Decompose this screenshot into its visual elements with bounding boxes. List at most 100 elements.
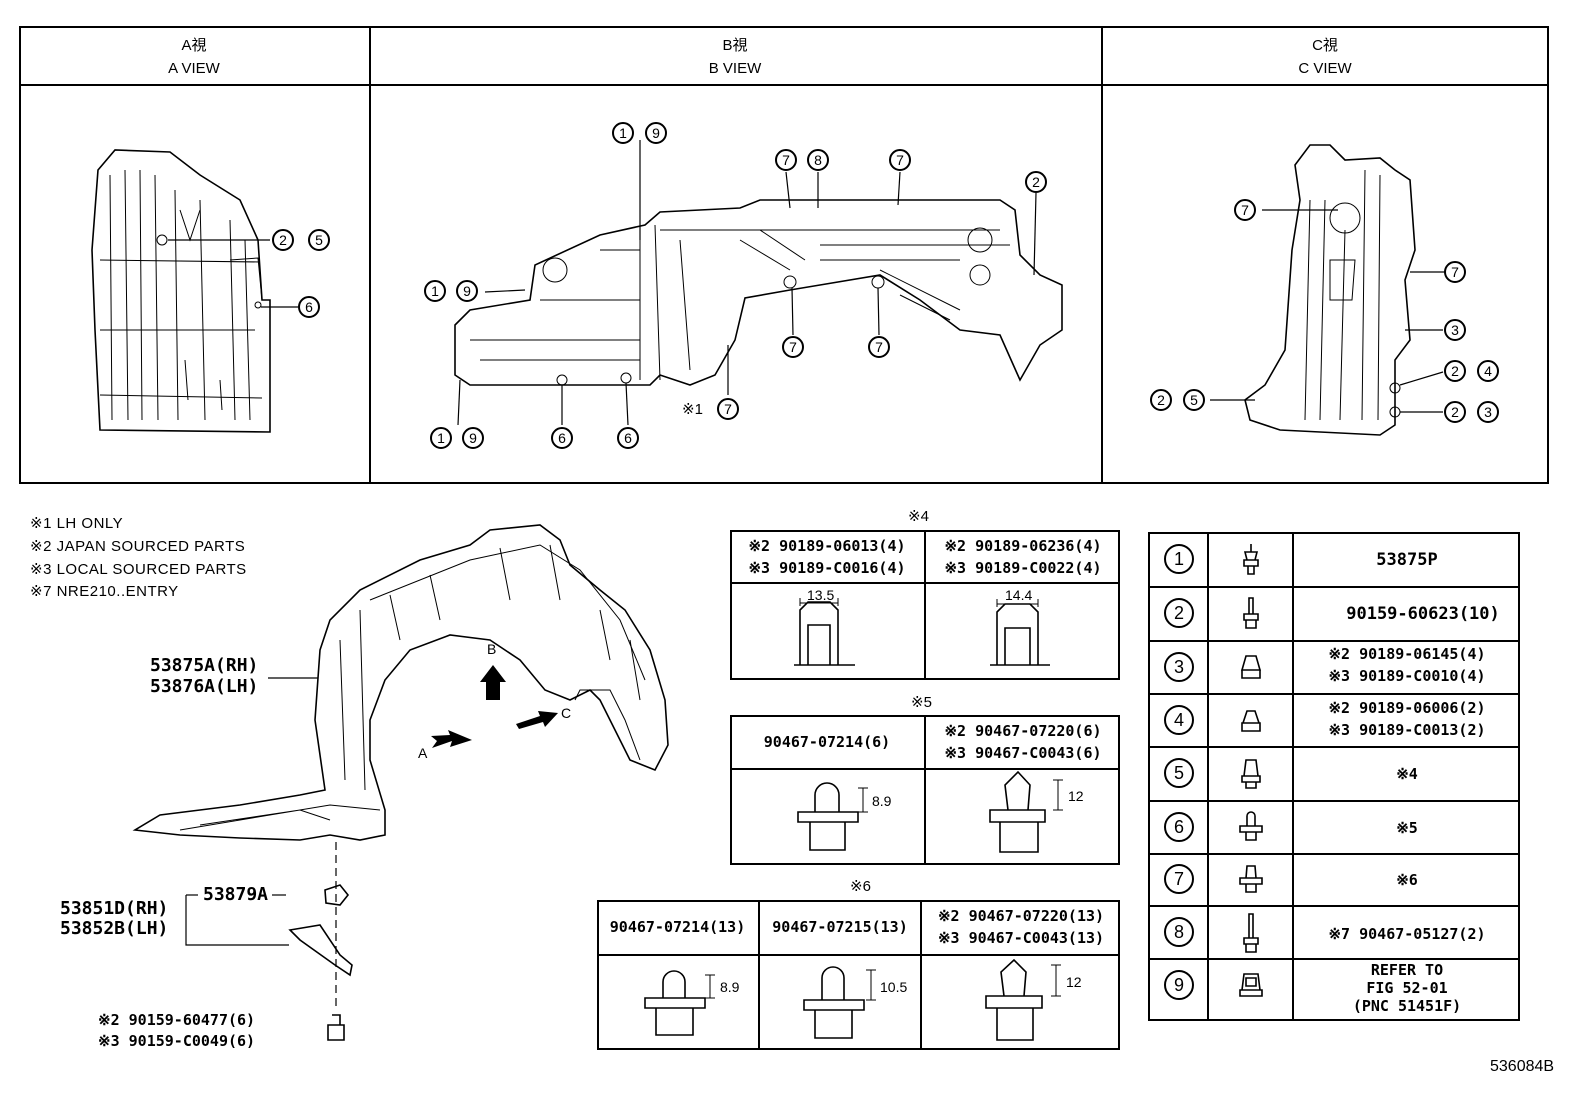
view-table: [19, 26, 1549, 484]
callout-b-1-bottom: 1: [430, 427, 452, 449]
callout-a-5: 5: [308, 229, 330, 251]
legend-text-9b: FIG 52-01: [1366, 979, 1448, 997]
group6-col3-local: ※3 90467-C0043(13): [937, 929, 1105, 947]
legend-row-div: [1148, 905, 1520, 907]
bracket-nut-part: 53879A: [203, 884, 269, 905]
callout-b-9-top: 9: [645, 122, 667, 144]
group6-table: [597, 900, 1120, 1050]
callout-c-3-right: 3: [1444, 319, 1466, 341]
footnote-mark-lh: ※1: [682, 401, 703, 418]
legend-text-4a: ※2 90189-06006(2): [1328, 699, 1486, 717]
group6-col1-dim: 8.9: [720, 979, 740, 995]
callout-c-3-b: 3: [1477, 401, 1499, 423]
callout-c-2-left: 2: [1150, 389, 1172, 411]
callout-b-9-left: 9: [456, 280, 478, 302]
legend-text-9a: REFER TO: [1370, 961, 1444, 979]
group5-left-part: 90467-07214(6): [763, 733, 891, 751]
group5-divider-v: [924, 715, 926, 865]
group6-title: ※6: [850, 878, 871, 895]
arrow-label-a: A: [418, 745, 428, 761]
legend-num-9: 9: [1164, 970, 1194, 1000]
view-b-en-label: B VIEW: [708, 60, 762, 77]
legend-table: [1148, 532, 1520, 1021]
group6-divider-v1: [758, 900, 760, 1050]
legend-row-div: [1148, 586, 1520, 588]
callout-c-7-left: 7: [1234, 199, 1256, 221]
callout-a-6: 6: [298, 296, 320, 318]
group4-divider-v: [924, 530, 926, 680]
view-a-header: A視 A VIEW: [19, 34, 369, 80]
view-c-header: C視 C VIEW: [1101, 34, 1549, 80]
view-b-header: B視 B VIEW: [369, 34, 1101, 80]
callout-b-2-right: 2: [1025, 171, 1047, 193]
group4-title: ※4: [908, 508, 929, 525]
group4-left-dim: 13.5: [807, 587, 835, 603]
legend-col-div-1: [1207, 532, 1209, 1021]
callout-b-7-lh: 7: [717, 398, 739, 420]
group6-divider-h: [597, 954, 1120, 956]
legend-col-div-2: [1292, 532, 1294, 1021]
view-a-en-label: A VIEW: [168, 60, 220, 77]
group5-right-local: ※3 90467-C0043(6): [944, 744, 1102, 762]
screw-icon: [1243, 597, 1259, 629]
callout-b-7-top1: 7: [775, 149, 797, 171]
legend-num-5: 5: [1164, 758, 1194, 788]
bolt-part-local: ※3 90159-C0049(6): [98, 1032, 256, 1050]
legend-text-6: ※5: [1396, 819, 1418, 837]
legend-num-8: 8: [1164, 917, 1194, 947]
note-lh-only: ※1 LH ONLY: [30, 515, 124, 532]
group4-right-dim: 14.4: [1005, 587, 1033, 603]
legend-row-div: [1148, 746, 1520, 748]
callout-b-8-top: 8: [807, 149, 829, 171]
group4-right-jp: ※2 90189-06236(4): [944, 537, 1102, 555]
view-divider-bc: [1101, 26, 1103, 484]
callout-c-7-right: 7: [1444, 261, 1466, 283]
group6-col1-part: 90467-07214(13): [609, 918, 746, 936]
callout-b-7-mid2: 7: [868, 336, 890, 358]
group5-right-dim: 12: [1068, 788, 1084, 804]
legend-text-4b: ※3 90189-C0013(2): [1328, 721, 1486, 739]
legend-text-8: ※7 90467-05127(2): [1328, 925, 1486, 943]
legend-num-2: 2: [1164, 598, 1194, 628]
legend-row-div: [1148, 640, 1520, 642]
liner-part-lh: 53876A(LH): [150, 676, 259, 697]
group5-right-jp: ※2 90467-07220(6): [944, 722, 1102, 740]
long-screw-icon: [1243, 913, 1259, 953]
callout-b-9-bottom: 9: [462, 427, 484, 449]
group5-title: ※5: [911, 694, 932, 711]
note-japan-sourced: ※2 JAPAN SOURCED PARTS: [30, 538, 246, 555]
bolt-part-jp: ※2 90159-60477(6): [98, 1011, 256, 1029]
legend-text-2: 90159-60623(10): [1346, 604, 1500, 624]
callout-b-1-top: 1: [612, 122, 634, 144]
view-a-jp-label: A視: [181, 37, 207, 54]
view-c-jp-label: C視: [1312, 37, 1338, 54]
legend-row-div: [1148, 800, 1520, 802]
bracket-part-rh: 53851D(RH): [60, 898, 169, 919]
view-b-jp-label: B視: [722, 37, 748, 54]
callout-b-7-top2: 7: [889, 149, 911, 171]
callout-c-4: 4: [1477, 360, 1499, 382]
group4-left-jp: ※2 90189-06013(4): [748, 537, 906, 555]
callout-c-2-b: 2: [1444, 401, 1466, 423]
legend-text-3b: ※3 90189-C0010(4): [1328, 667, 1486, 685]
view-c-en-label: C VIEW: [1298, 60, 1352, 77]
nut-icon: [1241, 710, 1261, 732]
legend-row-div: [1148, 693, 1520, 695]
callout-b-1-left: 1: [424, 280, 446, 302]
legend-text-1: 53875P: [1376, 550, 1438, 570]
legend-row-div: [1148, 853, 1520, 855]
group5-left-dim: 8.9: [872, 793, 892, 809]
nut-icon: [1240, 655, 1262, 679]
callout-c-5-left: 5: [1183, 389, 1205, 411]
arrow-label-b: B: [487, 641, 497, 657]
callout-b-6-right: 6: [617, 427, 639, 449]
screw-grommet-icon: [1243, 544, 1259, 575]
note-entry: ※7 NRE210..ENTRY: [30, 583, 179, 600]
